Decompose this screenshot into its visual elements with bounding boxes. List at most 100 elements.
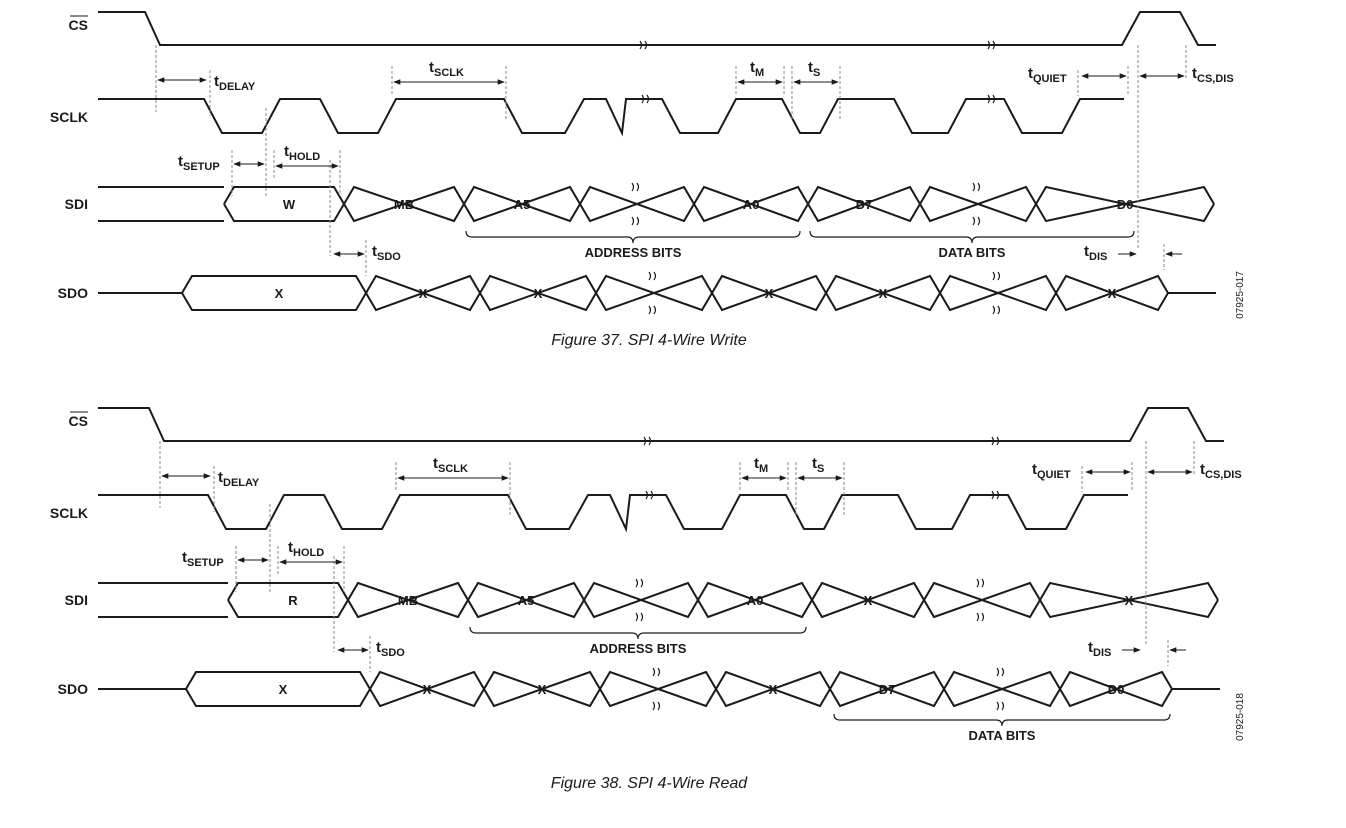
sdi-bus-cell: X	[1125, 593, 1134, 608]
sdo-bus-cell: X	[538, 682, 547, 697]
signal-sclk-label: SCLK	[50, 109, 88, 125]
signal-sdi-label: SDI	[65, 592, 88, 608]
sclk-period-label: tSCLK	[429, 59, 464, 79]
dis-label: tDIS	[1084, 243, 1107, 263]
hold-label: tHOLD	[288, 539, 324, 559]
break-mark	[652, 701, 661, 711]
address-bits-label: ADDRESS BITS	[585, 245, 682, 260]
figure-code: 07925-018	[1235, 693, 1246, 741]
sdi-bus-cell: R	[288, 593, 298, 608]
break-mark	[635, 612, 644, 622]
sdo-bus-upper	[181, 274, 1169, 312]
sdi-bus-lower	[223, 185, 1215, 223]
break-mark	[992, 271, 1001, 281]
signal-cs-label: CS	[69, 413, 88, 429]
sdo-bus-cell: X	[769, 682, 778, 697]
figure-code: 07925-017	[1235, 271, 1246, 319]
sdo-bus-cell: X	[419, 286, 428, 301]
signal-sdo-label: SDO	[58, 681, 88, 697]
address-bits-brace	[469, 626, 807, 640]
data-bits-label: DATA BITS	[939, 245, 1006, 260]
break-mark	[643, 436, 652, 446]
break-mark	[976, 578, 985, 588]
sdo-bus-cell: X	[275, 286, 284, 301]
break-mark	[972, 182, 981, 192]
sdo-bus-cell: X	[879, 286, 888, 301]
sdi-bus-lower	[227, 581, 1219, 619]
break-mark	[972, 216, 981, 226]
setup-label: tSETUP	[182, 549, 224, 569]
cs-waveform	[98, 407, 1224, 442]
sclk-waveform	[98, 494, 1128, 533]
sdi-bus-cell: D7	[856, 197, 873, 212]
sdo-bus-cell: X	[1108, 286, 1117, 301]
break-mark	[996, 701, 1005, 711]
break-mark	[991, 490, 1000, 500]
sdi-bus-cell: W	[283, 197, 296, 212]
sdo-bus-lower	[185, 670, 1173, 708]
delay-label: tDELAY	[218, 469, 260, 489]
tm-label: tM	[750, 59, 764, 79]
csdis-label: tCS,DIS	[1200, 461, 1242, 481]
sdo-bus-upper	[185, 670, 1173, 708]
sdi-bus-cell: MB	[398, 593, 418, 608]
break-mark	[648, 305, 657, 315]
address-bits-label: ADDRESS BITS	[590, 641, 687, 656]
ts-label: tS	[808, 59, 820, 79]
sdi-bus-cell: X	[864, 593, 873, 608]
data-bits-brace	[833, 713, 1171, 727]
sdi-bus-cell: A5	[518, 593, 535, 608]
csdis-label: tCS,DIS	[1192, 65, 1234, 85]
sdo-bus-cell: X	[534, 286, 543, 301]
break-mark	[991, 436, 1000, 446]
sdo-label: tSDO	[372, 243, 401, 263]
dis-label: tDIS	[1088, 639, 1111, 659]
delay-label: tDELAY	[214, 73, 256, 93]
break-mark	[976, 612, 985, 622]
cs-waveform	[98, 11, 1216, 46]
break-mark	[635, 578, 644, 588]
break-mark	[648, 271, 657, 281]
sdi-bus-cell: MB	[394, 197, 414, 212]
tm-label: tM	[754, 455, 768, 475]
address-bits-brace	[465, 230, 801, 244]
sdo-bus-cell: X	[423, 682, 432, 697]
sdo-bus-lower	[181, 274, 1169, 312]
break-mark	[631, 182, 640, 192]
sclk-waveform	[98, 98, 1124, 137]
sdo-label: tSDO	[376, 639, 405, 659]
data-bits-label: DATA BITS	[969, 728, 1036, 743]
sdi-bus-cell: A0	[747, 593, 764, 608]
hold-label: tHOLD	[284, 143, 320, 163]
break-mark	[987, 94, 996, 104]
signal-sdo-label: SDO	[58, 285, 88, 301]
sclk-period-label: tSCLK	[433, 455, 468, 475]
data-bits-brace	[809, 230, 1135, 244]
break-mark	[639, 40, 648, 50]
break-mark	[652, 667, 661, 677]
sdi-bus-cell: A0	[743, 197, 760, 212]
signal-cs-label: CS	[69, 17, 88, 33]
quiet-label: tQUIET	[1028, 65, 1067, 85]
ts-label: tS	[812, 455, 824, 475]
sdo-bus-cell: D7	[879, 682, 896, 697]
sdo-bus-cell: X	[765, 286, 774, 301]
break-mark	[996, 667, 1005, 677]
sdo-bus-cell: D0	[1108, 682, 1125, 697]
break-mark	[992, 305, 1001, 315]
setup-label: tSETUP	[178, 153, 220, 173]
break-mark	[987, 40, 996, 50]
figure-caption: Figure 38. SPI 4-Wire Read	[551, 775, 748, 792]
sdi-bus-cell: A5	[514, 197, 531, 212]
sdo-bus-cell: X	[279, 682, 288, 697]
signal-sclk-label: SCLK	[50, 505, 88, 521]
signal-sdi-label: SDI	[65, 196, 88, 212]
break-mark	[641, 94, 650, 104]
figure-caption: Figure 37. SPI 4-Wire Write	[551, 332, 747, 349]
sdi-bus-cell: D0	[1117, 197, 1134, 212]
break-mark	[631, 216, 640, 226]
break-mark	[645, 490, 654, 500]
